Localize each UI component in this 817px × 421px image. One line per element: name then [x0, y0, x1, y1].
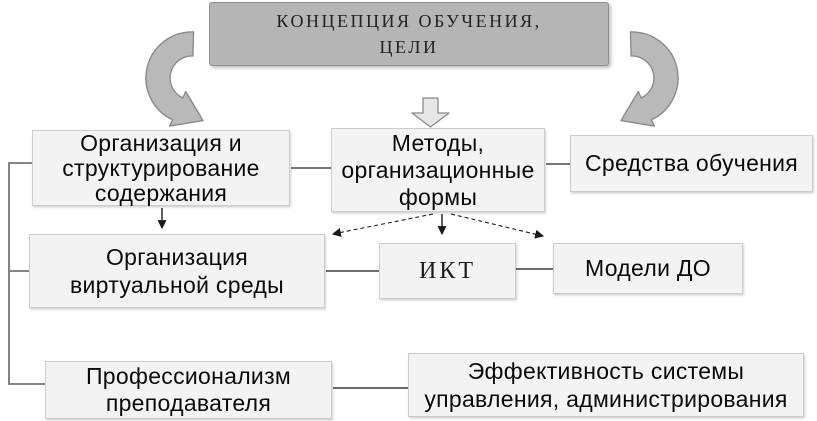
node-virtual-environment: Организация виртуальной среды — [29, 234, 325, 308]
node-content-organization: Организация и структурирование содержани… — [32, 130, 290, 206]
node-teacher-professionalism: Профессионализм преподавателя — [45, 361, 332, 419]
node-distance-learning-models: Модели ДО — [553, 243, 743, 294]
curved-arrow-down-left-icon — [620, 31, 679, 127]
node-management-effectiveness: Эффективность системы управления, админи… — [408, 353, 804, 417]
node-methods-forms: Методы, организационные формы — [331, 128, 545, 212]
node-learning-tools: Средства обучения — [570, 135, 813, 192]
arrow-methods-to-models — [450, 213, 545, 239]
left-bracket-connector — [8, 162, 46, 385]
arrow-methods-to-virtualenv — [331, 213, 434, 237]
node-ict: ИКТ — [379, 243, 516, 299]
curved-arrow-down-right-icon — [145, 31, 204, 127]
block-arrow-down-icon — [411, 97, 450, 128]
node-concept-goals: КОНЦЕПЦИЯ ОБУЧЕНИЯ, ЦЕЛИ — [209, 2, 609, 66]
